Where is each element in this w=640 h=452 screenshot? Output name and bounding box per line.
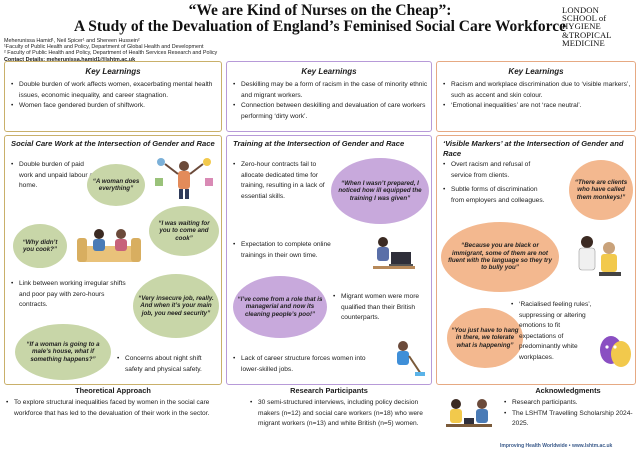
section-visible-markers-panel: ‘Visible Markers’ at the Intersection of… [436,135,636,385]
masks-illustration [600,336,631,367]
list-item: Double burden of work affects women, exa… [11,80,217,101]
carer-client-illustration [578,236,621,276]
section-gender-race-panel: Social Care Work at the Intersection of … [4,135,222,385]
key-learnings-title: Key Learnings [508,67,564,76]
key-learnings-panel-3: Key Learnings Racism and workplace discr… [436,61,636,132]
section-title: Training at the Intersection of Gender a… [233,139,405,148]
quote-bubble: “Why didn’t you cook?” [13,224,67,268]
list-item: The LSHTM Travelling Scholarship 2024-20… [504,409,634,430]
section-title: Research Participants [290,386,368,395]
section-bullet: Migrant women were more qualified than t… [333,292,429,324]
couple-couch-illustration [77,229,141,262]
juggling-woman-illustration [155,158,213,199]
research-participants-section: Research Participants 30 semi-structured… [226,386,432,442]
section-title: Social Care Work at the Intersection of … [11,139,215,148]
authors: Meherunissa Hamid¹, Neil Spicer¹ and She… [4,38,140,44]
quote-bubble: “If a woman is going to a male’s house, … [15,324,111,380]
key-learnings-panel-2: Key Learnings Deskilling may be a form o… [226,61,432,132]
quote-bubble: “A woman does everything” [87,164,145,206]
quote-bubble: “I’ve come from a role that is manageria… [233,276,327,338]
poster-title: “We are Kind of Nurses on the Cheap”: A … [73,2,566,35]
interview-illustration [446,399,492,427]
contact-email[interactable]: meherunissa.hamid1@lshtm.ac.uk [46,56,136,63]
quote-bubble: “When I wasn’t prepared, I noticed how i… [331,158,429,224]
key-learnings-title: Key Learnings [301,67,357,76]
footer-tagline: Improving Health Worldwide • www.lshtm.a… [500,443,613,449]
section-title: ‘Visible Markers’ at the Intersection of… [443,139,624,158]
affiliation-1: ¹Faculty of Public Health and Policy, De… [4,44,204,51]
section-bullet-list: Overt racism and refusal of service from… [443,160,547,206]
quote-bubble: “Very insecure job, really. And when it’… [133,274,219,338]
affiliation-2: ² Faculty of Public Health and Policy, D… [4,50,218,57]
quote-bubble: “I was waiting for you to come and cook” [149,206,219,256]
section-title: Theoretical Approach [75,386,151,395]
key-learnings-title: Key Learnings [85,67,141,76]
contact-line: Contact Details: meherunissa.hamid1@lsht… [4,56,136,63]
cleaning-worker-illustration [397,341,425,376]
section-bullet: 30 semi-structured interviews, including… [250,398,432,430]
theoretical-approach-section: Theoretical Approach To explore structur… [4,386,222,442]
key-learnings-panel-1: Key Learnings Double burden of work affe… [4,61,222,132]
list-item: ‘Emotional inequalities’ are not ‘race n… [443,101,633,112]
section-bullet: ‘Racialised feeling rules’, suppressing … [511,300,597,364]
section-bullet: Double burden of paid work and unpaid la… [11,160,97,192]
key-learnings-list: Double burden of work affects women, exa… [11,80,217,112]
key-learnings-list: Racism and workplace discrimination due … [443,80,633,112]
section-bullet: Lack of career structure forces women in… [233,354,373,375]
key-learnings-list: Deskilling may be a form of racism in th… [233,80,429,122]
list-item: Deskilling may be a form of racism in th… [233,80,429,101]
ack-list: Research participants. The LSHTM Travell… [504,398,634,430]
list-item: Racism and workplace discrimination due … [443,80,633,101]
section-bullet: Zero-hour contracts fail to allocate ded… [233,160,325,202]
section-bullet: Expectation to complete online trainings… [233,240,353,261]
section-title: Acknowledgments [535,386,601,395]
author-block: Meherunissa Hamid¹, Neil Spicer¹ and She… [4,38,217,63]
acknowledgments-section: Acknowledgments Research participants. T… [500,386,636,442]
section-bullet: To explore structural inequalities faced… [6,398,220,419]
section-bullet: Concerns about night shift safety and ph… [117,354,219,375]
laptop-worker-illustration [373,237,415,269]
list-item: Research participants. [504,398,634,409]
quote-bubble: “There are clients who have called them … [569,160,633,220]
list-item: Women face gendered burden of shiftwork. [11,101,217,112]
quote-bubble: “Because you are black or immigrant, som… [441,222,559,292]
section-bullet: Link between working irregular shifts an… [11,279,127,311]
list-item: Connection between deskilling and devalu… [233,101,429,122]
lshtm-logo: LONDON SCHOOL of HYGIENE &TROPICAL MEDIC… [562,5,612,48]
section-training-panel: Training at the Intersection of Gender a… [226,135,432,385]
